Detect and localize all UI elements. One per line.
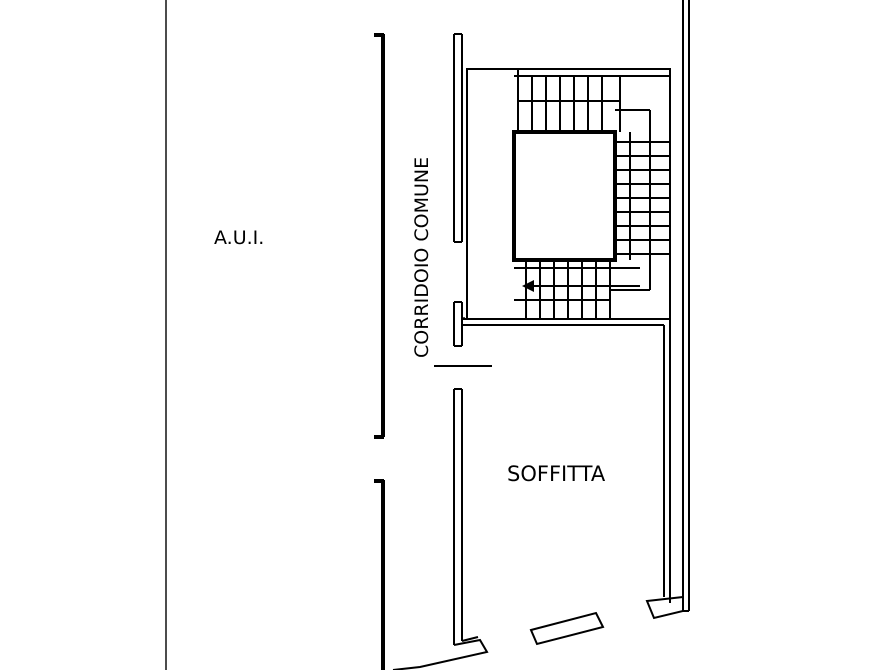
- corridor-left-wall-upper: [374, 33, 385, 439]
- stair-treads-bottom: [514, 260, 650, 319]
- right-outer-wall: [682, 0, 690, 612]
- room-label-aui: A.U.I.: [214, 227, 264, 249]
- corridor-right-wall-top: [453, 33, 463, 243]
- corridor-left-wall-lower: [374, 479, 385, 670]
- stair-treads-right: [615, 109, 670, 290]
- landing-wall: [453, 301, 670, 347]
- stair-treads-top: [514, 69, 670, 132]
- soffitta-right-wall: [663, 319, 671, 603]
- stair-direction-arrow: [522, 280, 640, 292]
- soffitta-left-wall: [453, 388, 463, 645]
- room-label-corridoio-comune: CORRIDOIO COMUNE: [411, 157, 433, 358]
- door-marks: [434, 317, 492, 367]
- bottom-wall-pieces: [392, 595, 684, 670]
- room-label-soffitta: SOFFITTA: [507, 462, 606, 486]
- staircase: [466, 68, 671, 320]
